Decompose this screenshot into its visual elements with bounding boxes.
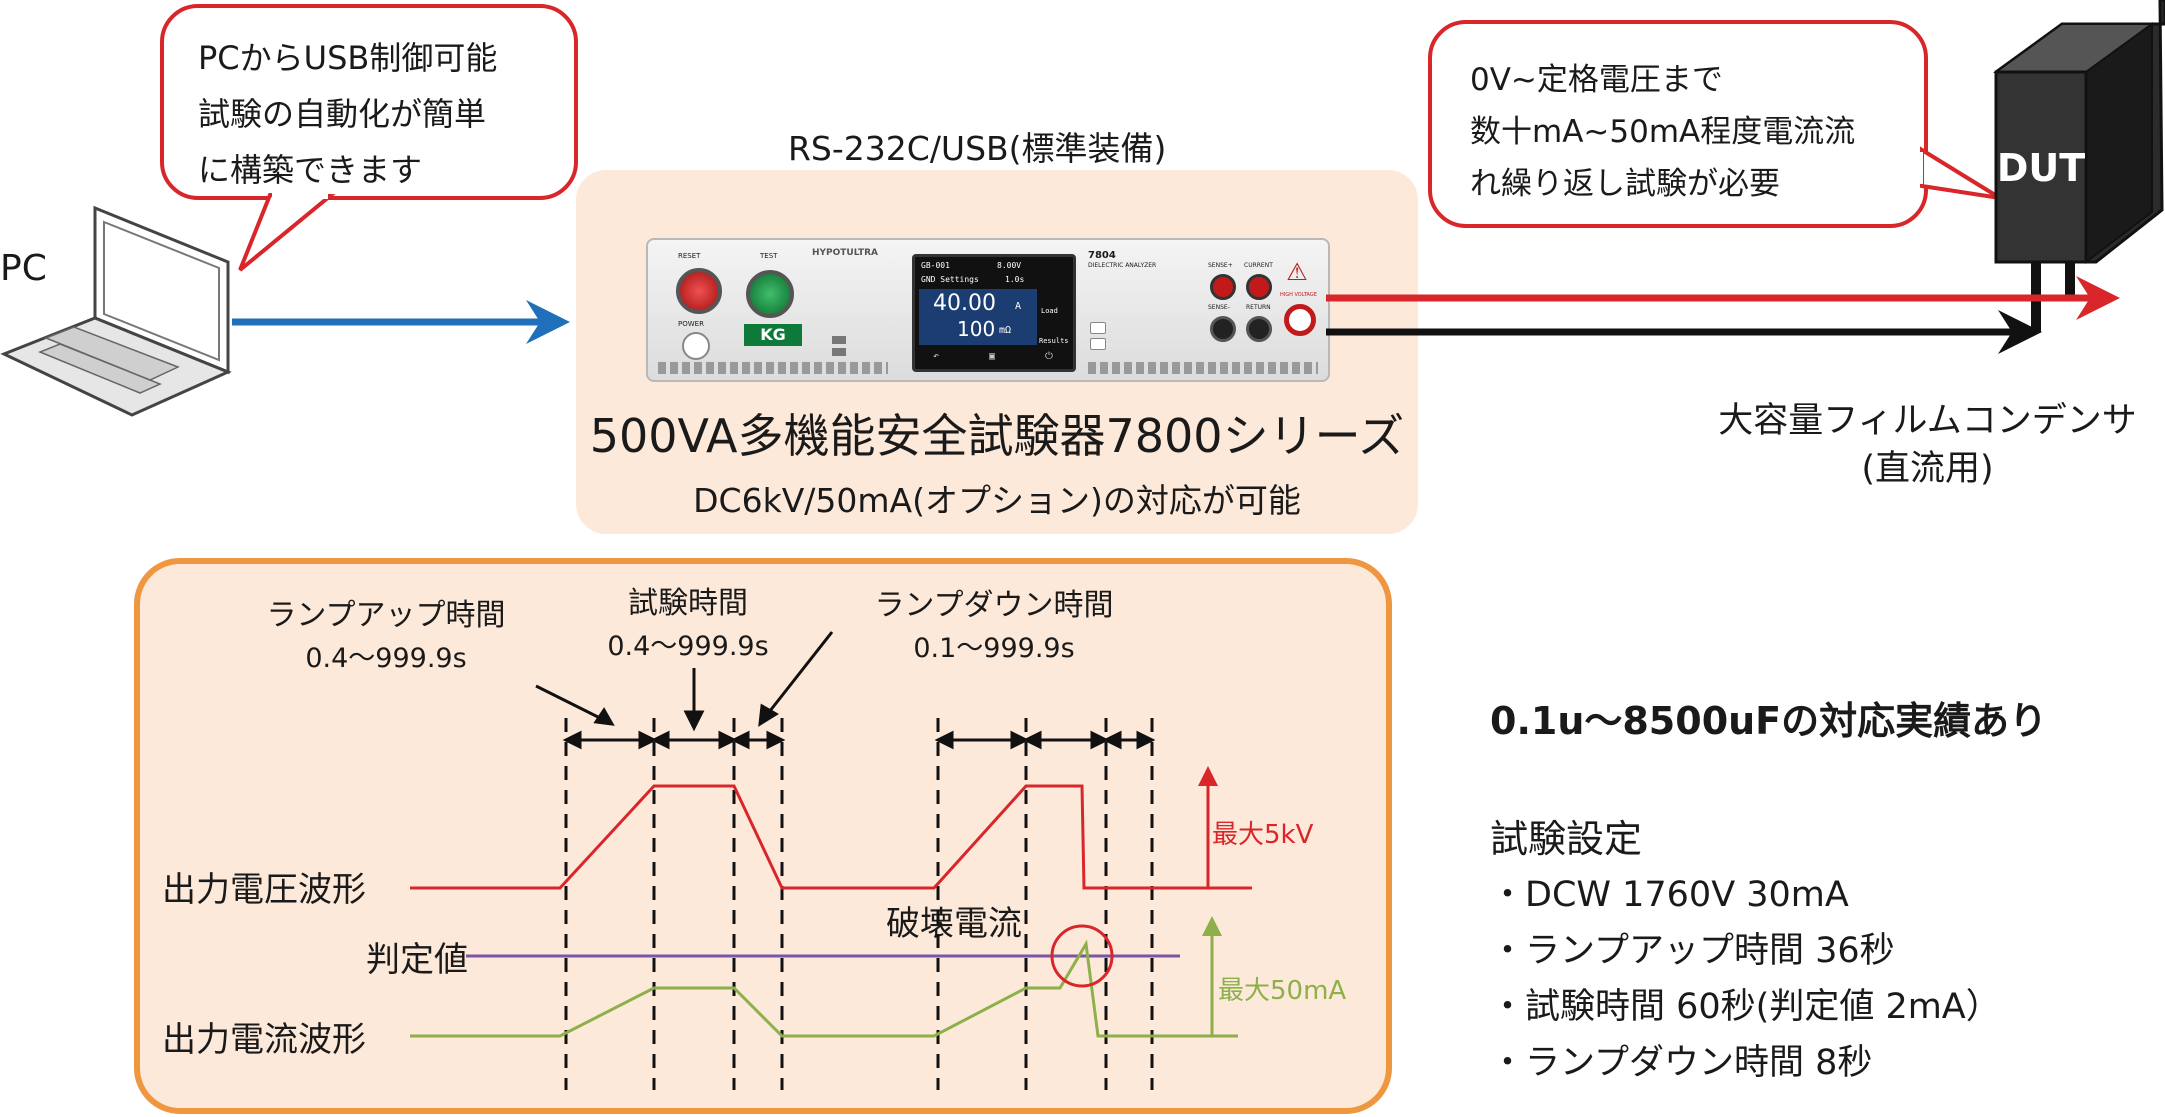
product-subtitle: DC6kV/50mA(オプション)の対応が可能 (693, 481, 1301, 520)
breakdown-current-label: 破壊電流 (886, 904, 1022, 944)
ramp-down-label: ランプダウン時間 (874, 588, 1114, 623)
screen-value-area: 40.00 A 100 mΩ (919, 289, 1037, 345)
current-waveform (410, 939, 1238, 1038)
screen-line1-right: 8.00V (997, 261, 1022, 270)
test-button[interactable] (746, 270, 794, 318)
nav-button[interactable] (1090, 322, 1106, 334)
current-label: CURRENT (1244, 262, 1273, 269)
voltage-waveform-label: 出力電圧波形 (162, 870, 366, 910)
screen-line1-left: GB-001 (921, 261, 950, 270)
max-voltage-label: 最大5kV (1212, 820, 1314, 850)
reset-label: RESET (678, 252, 701, 260)
settings-item: ・DCW 1760V 30mA (1490, 875, 1849, 915)
settings-title: 試験設定 (1490, 817, 1643, 861)
test-label: TEST (760, 252, 778, 260)
high-voltage-warning-icon: ⚠ (1286, 258, 1308, 286)
brand-label: HYPOTULTRA (812, 248, 879, 258)
bubble-line-3: に構築できます (198, 151, 423, 189)
screen-home-icon[interactable]: ▣ (989, 351, 996, 362)
instrument-front: RESET POWER TEST KG HYPOTULTRA GB-001 8.… (646, 238, 1330, 382)
model-sub-label: DIELECTRIC ANALYZER (1088, 262, 1157, 269)
dut-speech-bubble: 0V~定格電圧まで 数十mA~50mA程度電流流 れ繰り返し試験が必要 (1428, 20, 1928, 228)
nav-button[interactable] (1090, 338, 1106, 350)
test-time-range: 0.4～999.9s (607, 631, 769, 662)
pc-label: PC (0, 248, 47, 289)
screen-back-icon[interactable]: ↶ (933, 351, 940, 362)
judge-value-label: 判定値 (366, 940, 468, 980)
ramp-up-range: 0.4～999.9s (305, 643, 467, 674)
bubble-line-2: 試験の自動化が簡単 (198, 95, 487, 133)
screen-big-value: 40.00 (933, 291, 996, 316)
return-label: RETURN (1246, 304, 1271, 311)
model-label: 7804 (1088, 250, 1116, 261)
breakdown-circle (1050, 924, 1114, 988)
bubble-line-3: れ繰り返し試験が必要 (1470, 166, 1780, 202)
screen-line2-left: GND Settings (921, 275, 979, 284)
vent-right (1088, 362, 1318, 374)
current-waveform-label: 出力電流波形 (162, 1020, 366, 1060)
screen-small-value: 100 (957, 317, 996, 341)
settings-item: ・ランプダウン時間 8秒 (1490, 1043, 1873, 1083)
current-terminal[interactable] (1246, 274, 1272, 300)
instrument-screen: GB-001 8.00V GND Settings 1.0s 40.00 A 1… (912, 254, 1076, 372)
screen-small-unit: mΩ (999, 325, 1012, 336)
return-terminal[interactable] (1246, 316, 1272, 342)
screen-results-button[interactable]: Results (1039, 337, 1069, 345)
kg-logo: KG (744, 324, 802, 346)
power-label: POWER (678, 320, 704, 328)
ramp-up-label: ランプアップ時間 (266, 598, 506, 633)
ramp-down-range: 0.1～999.9s (913, 633, 1075, 664)
screen-big-unit: A (1015, 301, 1022, 312)
settings-item: ・試験時間 60秒(判定値 2mA） (1490, 987, 2001, 1027)
usb-port[interactable] (832, 336, 846, 344)
results-headline: 0.1u～8500uFの対応実績あり (1490, 699, 2048, 743)
screen-power-icon[interactable]: ⏻ (1045, 351, 1053, 362)
capacitor-label-1: 大容量フィルムコンデンサ (1718, 401, 2137, 441)
bubble-line-2: 数十mA~50mA程度電流流 (1470, 114, 1856, 150)
sense-minus-terminal[interactable] (1210, 316, 1236, 342)
screen-line2-right: 1.0s (1005, 275, 1025, 284)
kg-logo-text: KG (760, 325, 786, 344)
usb-port[interactable] (832, 348, 846, 356)
power-button[interactable] (682, 332, 710, 360)
sense-plus-label: SENSE+ (1208, 262, 1233, 269)
waveform-panel (134, 558, 1392, 1114)
voltage-waveform (410, 784, 1252, 890)
sense-minus-label: SENSE- (1208, 304, 1230, 311)
bubble-line-1: 0V~定格電圧まで (1470, 62, 1723, 98)
reset-button[interactable] (676, 268, 722, 314)
pc-speech-bubble: PCからUSB制御可能 試験の自動化が簡単 に構築できます (160, 4, 578, 200)
capacitor-label-2: (直流用) (1861, 449, 1994, 489)
product-title: 500VA多機能安全試験器7800シリーズ (589, 409, 1405, 463)
sense-plus-terminal[interactable] (1210, 274, 1236, 300)
vent-left (658, 362, 888, 374)
settings-item: ・ランプアップ時間 36秒 (1490, 931, 1895, 971)
test-time-label: 試験時間 (628, 586, 748, 621)
max-current-label: 最大50mA (1218, 976, 1347, 1006)
bubble-line-1: PCからUSB制御可能 (198, 39, 498, 77)
high-voltage-terminal[interactable] (1284, 304, 1316, 336)
high-voltage-label: HIGH VOLTAGE (1280, 292, 1317, 298)
dut-label: DUT (1996, 146, 2086, 190)
interface-label: RS-232C/USB(標準装備) (788, 129, 1167, 168)
screen-load-button[interactable]: Load (1041, 307, 1058, 315)
